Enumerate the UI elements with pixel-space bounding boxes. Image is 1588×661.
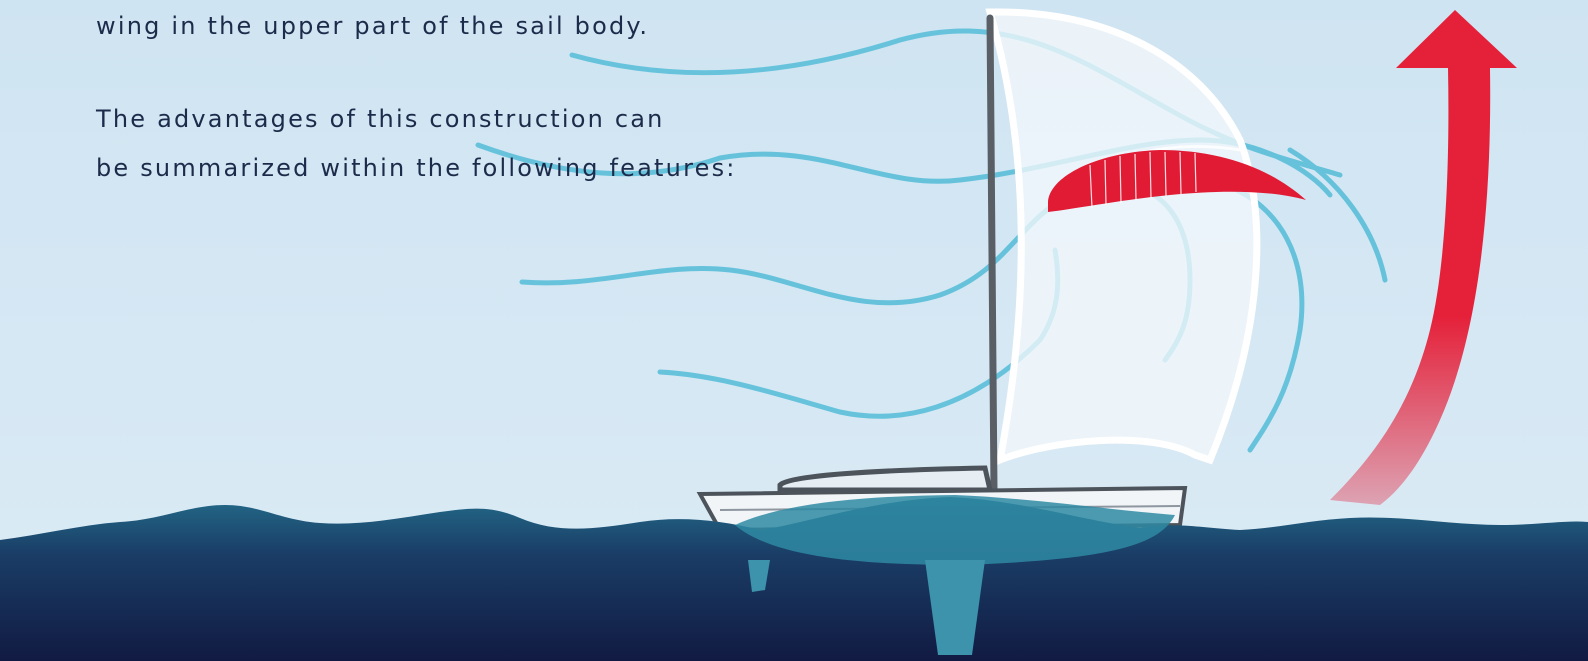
paragraph-gap — [96, 51, 737, 95]
text-line-3: be summarized within the following featu… — [96, 144, 737, 193]
text-line-2: The advantages of this construction can — [96, 95, 737, 144]
intro-text: wing in the upper part of the sail body.… — [96, 2, 737, 193]
mast — [990, 18, 994, 490]
text-line-1: wing in the upper part of the sail body. — [96, 2, 737, 51]
